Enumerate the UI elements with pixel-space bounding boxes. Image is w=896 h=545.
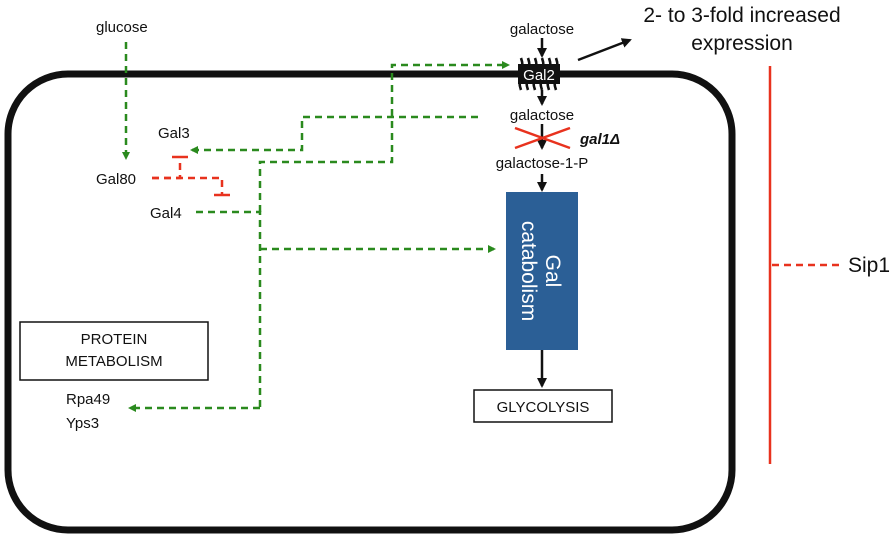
gal80-inhibits-gal3 [152,158,182,180]
increased-expression-label-line2: expression [691,32,793,55]
galactose-outside-label: galactose [510,21,574,38]
gal4-label: Gal4 [150,205,182,222]
gal1-deletion-cross-icon [514,126,571,150]
gal2-to-expression-arrow [577,38,632,62]
galactose-inside-label: galactose [510,107,574,124]
gal1-deletion-label: gal1Δ [579,131,620,148]
gal-catabolism-label-line2: catabolism [517,221,540,321]
gal2-label: Gal2 [523,67,555,84]
gal3-label: Gal3 [158,125,190,142]
increased-expression-label-line1: 2- to 3-fold increased [643,4,840,27]
cell-membrane [4,70,736,534]
sip1-label: Sip1 [848,254,890,277]
gal4-trunk [196,210,262,408]
gal80-inhibits-gal4 [152,176,224,194]
gal-catabolism-box [506,192,578,350]
protein-metabolism-label-line1: PROTEIN [81,331,148,348]
yps3-label: Yps3 [66,415,99,432]
gal4-to-gal2-arrow [258,61,510,212]
gal80-label: Gal80 [96,171,136,188]
protein-metabolism-label-line2: METABOLISM [65,353,162,370]
galactose-to-gal3-arrow [190,115,478,154]
glucose-label: glucose [96,19,148,36]
rpa49-label: Rpa49 [66,391,110,408]
glycolysis-label: GLYCOLYSIS [497,399,590,416]
protein-metabolism-box [19,321,209,381]
galactose-1p-label: galactose-1-P [496,155,589,172]
gal2-transporter-icon [518,57,560,91]
glycolysis-box [473,389,613,423]
gal-catabolism-label-line1: Gal [541,255,564,288]
